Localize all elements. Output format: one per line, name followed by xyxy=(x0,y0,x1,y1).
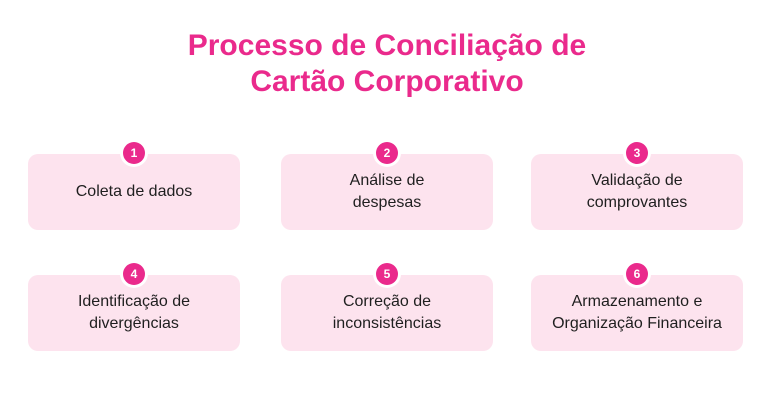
step-number-badge: 1 xyxy=(123,142,145,164)
step-card-3: 3 Validação de comprovantes xyxy=(531,142,743,230)
step-label: Armazenamento e Organização Financeira xyxy=(552,293,722,332)
step-number-badge: 5 xyxy=(376,263,398,285)
step-number-badge: 4 xyxy=(123,263,145,285)
step-card-2: 2 Análise de despesas xyxy=(281,142,493,230)
step-card-1: 1 Coleta de dados xyxy=(28,142,240,230)
step-number-badge: 3 xyxy=(626,142,648,164)
diagram-title: Processo de Conciliação de Cartão Corpor… xyxy=(0,28,774,100)
step-label: Correção de inconsistências xyxy=(332,293,442,332)
step-label: Coleta de dados xyxy=(75,183,193,200)
step-number-badge: 6 xyxy=(626,263,648,285)
step-card-4: 4 Identificação de divergências xyxy=(28,263,240,351)
step-card-5: 5 Correção de inconsistências xyxy=(281,263,493,351)
title-line-2: Cartão Corporativo xyxy=(250,65,524,98)
step-label: Análise de despesas xyxy=(349,172,425,211)
step-number-badge: 2 xyxy=(376,142,398,164)
step-label: Identificação de divergências xyxy=(77,293,191,332)
step-card-6: 6 Armazenamento e Organização Financeira xyxy=(531,263,743,351)
step-label: Validação de comprovantes xyxy=(586,172,688,211)
title-line-1: Processo de Conciliação de xyxy=(187,29,587,62)
